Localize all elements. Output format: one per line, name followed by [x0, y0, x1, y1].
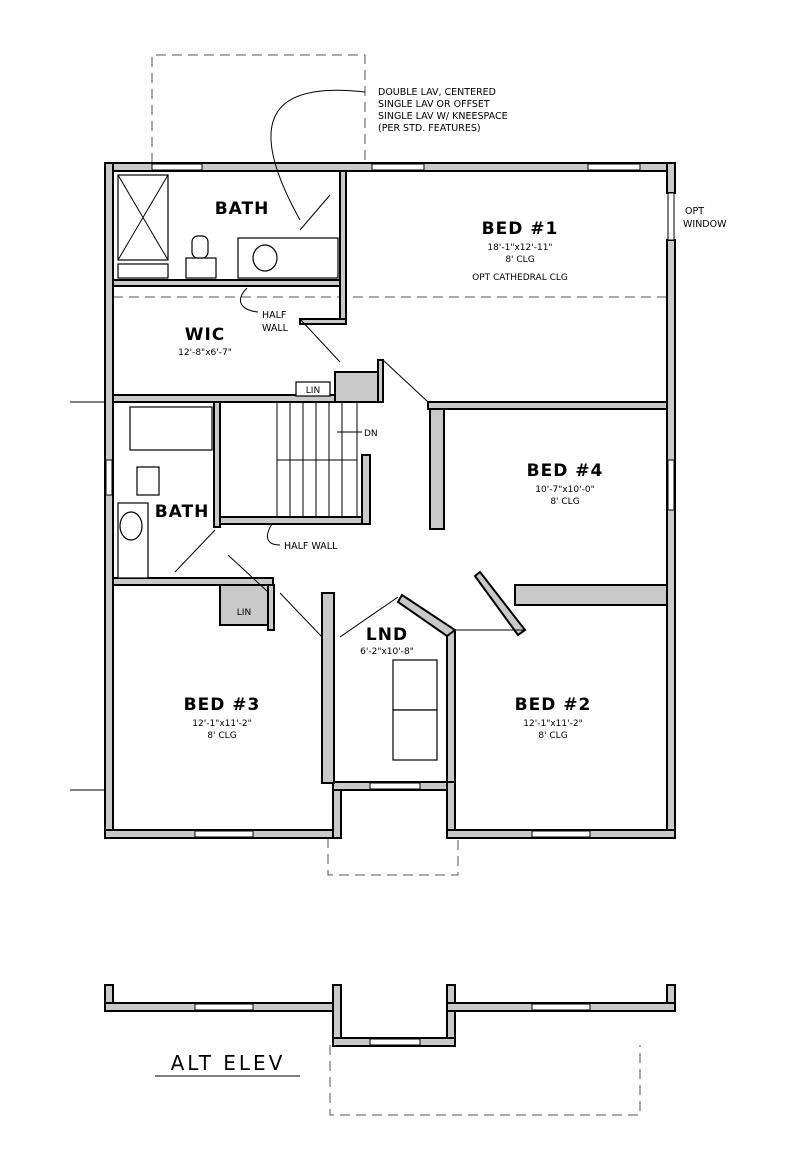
- wic-name: WIC: [185, 325, 226, 345]
- bed1-option: OPT CATHEDRAL CLG: [472, 273, 568, 283]
- bed3-ceiling: 8' CLG: [207, 731, 236, 741]
- bed4-name: BED #4: [527, 461, 604, 481]
- master-bath-name: BATH: [215, 199, 270, 219]
- lav-note: DOUBLE LAV, CENTERED SINGLE LAV OR OFFSE…: [378, 87, 508, 134]
- opt-window-label-2: WINDOW: [683, 219, 727, 230]
- lin-lower-label: LIN: [237, 608, 251, 618]
- bed2-name: BED #2: [515, 695, 592, 715]
- hall-bath-name: BATH: [155, 502, 210, 522]
- wic-size: 12'-8"x6'-7": [178, 348, 232, 358]
- half-wall-label-2: WALL: [262, 323, 289, 334]
- interior-walls: [112, 170, 668, 784]
- washer: [392, 659, 438, 711]
- lnd-name: LND: [366, 625, 408, 645]
- bed2-ceiling: 8' CLG: [538, 731, 567, 741]
- toilet: [185, 257, 217, 279]
- half-wall-label: HALF: [262, 310, 286, 321]
- bed4-size: 10'-7"x10'-0": [535, 485, 594, 495]
- tub: [129, 406, 213, 451]
- svg-text:(PER STD. FEATURES): (PER STD. FEATURES): [378, 123, 481, 134]
- exterior-walls: [104, 162, 676, 839]
- optional-bump-outline: [151, 54, 366, 163]
- alt-elev-label: ALT ELEV: [171, 1051, 286, 1075]
- svg-text:DOUBLE LAV, CENTERED: DOUBLE LAV, CENTERED: [378, 87, 496, 98]
- hall-toilet: [136, 466, 160, 496]
- opt-window-label: OPT: [685, 206, 704, 217]
- stairs[interactable]: [276, 401, 362, 518]
- bed1-ceiling: 8' CLG: [505, 255, 534, 265]
- bed4-ceiling: 8' CLG: [550, 497, 579, 507]
- bed3-size: 12'-1"x11'-2": [192, 719, 251, 729]
- alt-bay-outline: [327, 838, 459, 876]
- fixtures: [117, 174, 438, 761]
- half-wall-lower-label: HALF WALL: [284, 541, 338, 552]
- lin-upper-label: LIN: [306, 386, 320, 396]
- alt-elevation-walls: [104, 984, 676, 1047]
- lnd-size: 6'-2"x10'-8": [360, 647, 414, 657]
- svg-text:SINGLE LAV OR OFFSET: SINGLE LAV OR OFFSET: [378, 99, 490, 110]
- bed3-name: BED #3: [184, 695, 261, 715]
- bed1-size: 18'-1"x12'-11": [487, 243, 552, 253]
- dryer: [392, 709, 438, 761]
- bed1-name: BED #1: [482, 219, 559, 239]
- stair-dn-label: DN: [364, 429, 378, 439]
- svg-text:SINGLE LAV W/ KNEESPACE: SINGLE LAV W/ KNEESPACE: [378, 111, 508, 122]
- door-swings: [174, 194, 525, 638]
- alt-elev-outline: [329, 1045, 641, 1116]
- bed2-size: 12'-1"x11'-2": [523, 719, 582, 729]
